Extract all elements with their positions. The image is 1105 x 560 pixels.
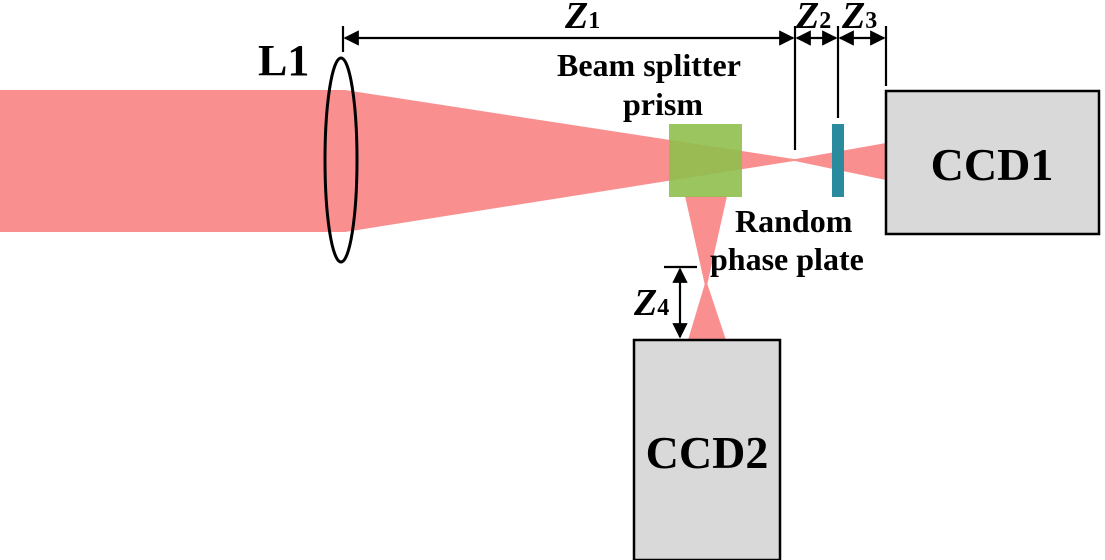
ccd1-detector [884, 89, 1101, 236]
plate-label-line1: Random [735, 203, 853, 239]
reflected-beam [685, 196, 727, 290]
converging-beam [345, 90, 800, 232]
ccd2-label: CCD2 [646, 427, 769, 478]
random-phase-plate [832, 124, 844, 197]
ccd1-label: CCD1 [931, 139, 1054, 190]
collimated-beam [0, 90, 345, 232]
plate-label-line2: phase plate [710, 241, 864, 277]
z2-label: Z2 [795, 0, 831, 37]
prism-label-line2: prism [623, 86, 703, 122]
prism-label-line1: Beam splitter [557, 47, 741, 83]
reflected-beam-diverging [688, 280, 726, 340]
z4-label: Z4 [633, 282, 669, 324]
ccd2-detector [632, 338, 782, 560]
z1-label: Z1 [564, 0, 600, 37]
lens-l1 [323, 56, 359, 264]
beam-splitter-prism [669, 124, 742, 197]
lens-label: L1 [258, 36, 309, 85]
z3-label: Z3 [841, 0, 877, 37]
